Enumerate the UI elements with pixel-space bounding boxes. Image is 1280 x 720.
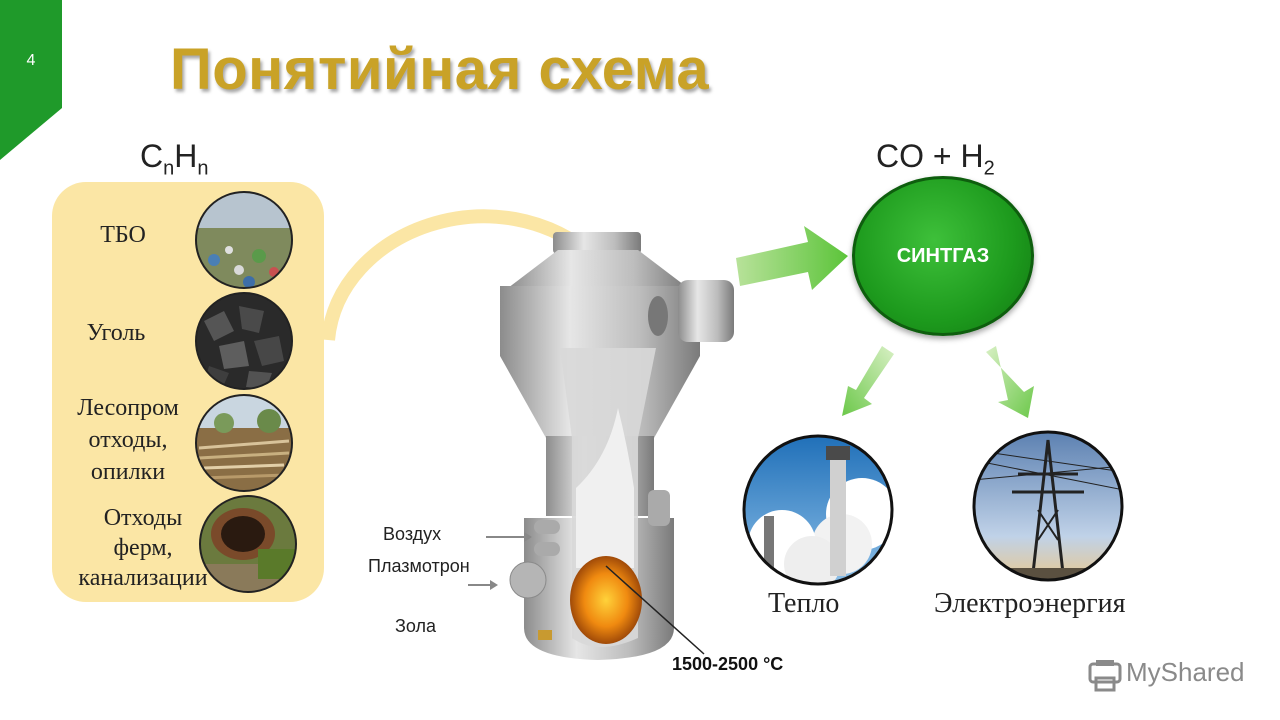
feed-label-farm-waste: Отходы ферм, канализации <box>78 505 208 591</box>
ash-label: Зола <box>395 616 437 636</box>
heat-arrow <box>842 346 894 416</box>
temperature-label: 1500-2500 °C <box>672 654 784 674</box>
sewage-pipe-photo-icon <box>199 495 297 593</box>
feed-label-forestry: Лесопром отходы, опилки <box>77 395 179 485</box>
syngas-formula: CO + H2 <box>876 138 995 180</box>
landfill-photo-icon <box>195 191 293 289</box>
heat-plant-photo-icon <box>742 434 894 586</box>
air-arrow <box>486 532 532 542</box>
air-label: Воздух <box>383 524 442 544</box>
plasma-reactor-diagram <box>500 232 734 660</box>
plasmatron-label: Плазмотрон <box>368 556 470 576</box>
heat-label: Тепло <box>768 588 840 619</box>
temperature-pointer <box>605 565 705 655</box>
electricity-arrow <box>986 346 1034 418</box>
feed-label-coal: Уголь <box>86 320 146 346</box>
coal-photo-icon <box>195 292 293 390</box>
slide-title: Понятийная схема <box>170 37 710 102</box>
syngas-arrow <box>736 226 848 290</box>
slide-number: 4 <box>26 52 36 69</box>
sawdust-photo-icon <box>195 394 293 492</box>
syngas-node: СИНТГАЗ <box>852 176 1034 336</box>
slide-number-tab <box>0 0 62 160</box>
syngas-label: СИНТГАЗ <box>896 244 990 267</box>
feedstock-formula: CnHn <box>140 138 209 180</box>
watermark-logo-icon <box>1088 660 1122 692</box>
feed-label-tbo: ТБО <box>100 222 146 248</box>
watermark-text: MyShared <box>1126 657 1245 687</box>
electricity-label: Электроэнергия <box>934 588 1126 619</box>
power-tower-photo-icon <box>972 430 1124 582</box>
plasmatron-arrow <box>468 580 498 590</box>
